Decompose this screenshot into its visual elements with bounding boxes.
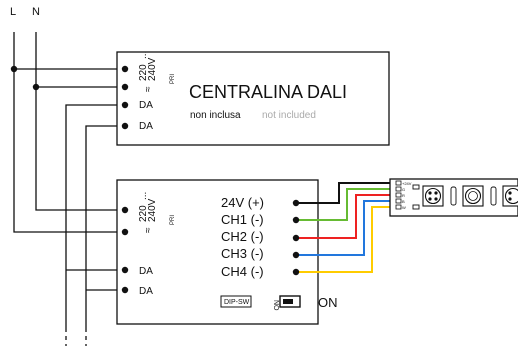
wire-n	[35, 32, 122, 211]
dali-voltage-range: 240V	[147, 57, 158, 81]
dali-voltage-ellipsis: ...	[138, 51, 149, 59]
led-chip-3-lens	[504, 187, 518, 205]
dali-da-label-1: DA	[139, 100, 153, 111]
wire-ch4	[297, 206, 400, 273]
output-wires	[297, 182, 400, 273]
line-l-label: L	[10, 6, 16, 18]
dip-no-label: NO	[272, 300, 279, 311]
driver-da-label-1: DA	[139, 266, 153, 277]
dali-voltage-group: ≈ 220 ... 240V	[138, 51, 158, 92]
strip-pad-24v	[395, 180, 402, 186]
led-strip: +24V G R B W	[389, 178, 518, 217]
led-chip-2	[462, 185, 484, 207]
strip-pin-g: G	[402, 187, 405, 192]
dali-da-label-2: DA	[139, 121, 153, 132]
strip-components	[412, 184, 497, 210]
dali-voltage-ac: ≈	[143, 86, 154, 92]
led-chip-1-die-a	[428, 191, 432, 195]
led-chip-3	[502, 185, 518, 207]
strip-pad-w	[395, 204, 402, 210]
strip-pads	[395, 180, 402, 210]
strip-pin-r: R	[402, 193, 405, 198]
dali-terminal-da2	[121, 122, 129, 130]
terminal-ch1	[292, 216, 300, 224]
dali-unit-subtitle-en: not included	[262, 110, 316, 121]
junction-l	[10, 65, 18, 73]
driver-terminal-n	[121, 206, 129, 214]
driver-da-label-2: DA	[139, 286, 153, 297]
dip-switch-label-box	[220, 295, 252, 308]
output-terminals	[292, 199, 300, 276]
strip-cap-2	[490, 186, 497, 206]
strip-pin-w: W	[402, 205, 406, 210]
dip-switch-label: DIP-SW	[224, 299, 250, 306]
dali-voltage-value: 220	[138, 64, 149, 81]
led-chip-1-die-b	[434, 191, 438, 195]
strip-resistor-1	[412, 184, 420, 190]
mains-wires	[13, 32, 122, 346]
terminal-24v	[292, 199, 300, 207]
driver-voltage-value: 220	[138, 205, 149, 222]
dali-terminal-n	[121, 83, 129, 91]
bus-gap-marks	[64, 332, 88, 344]
led-chip-1	[422, 185, 444, 207]
driver-input-terminals	[121, 206, 129, 294]
dali-pri-label: PRI	[170, 74, 176, 84]
led-chip-3-die-b	[508, 197, 512, 201]
driver-terminal-da2	[121, 286, 129, 294]
junction-n	[32, 83, 40, 91]
junction-dots	[10, 65, 40, 91]
led-chip-1-die-c	[428, 197, 432, 201]
wire-ch1	[297, 188, 400, 221]
dali-unit-terminals	[121, 65, 129, 130]
terminal-ch3	[292, 251, 300, 259]
strip-pin-24v: +24V	[402, 181, 412, 186]
output-ch1-label: CH1 (-)	[221, 212, 264, 227]
driver-terminal-l	[121, 228, 129, 236]
led-chip-1-lens	[424, 187, 442, 205]
output-ch4-label: CH4 (-)	[221, 264, 264, 279]
output-24v-label: 24V (+)	[221, 195, 264, 210]
strip-pin-b: B	[402, 199, 405, 204]
dali-unit-subtitle-it: non inclusa	[190, 110, 241, 121]
led-chip-2-inner	[468, 191, 478, 201]
led-strip-body	[389, 178, 518, 217]
wire-24v	[297, 182, 400, 204]
output-ch2-label: CH2 (-)	[221, 229, 264, 244]
strip-pad-b	[395, 198, 402, 204]
strip-cap-1	[450, 186, 457, 206]
wire-da1	[65, 104, 122, 346]
driver-voltage-range: 240V	[147, 198, 158, 222]
terminal-ch2	[292, 234, 300, 242]
dali-unit-title: CENTRALINA DALI	[189, 82, 347, 102]
driver-voltage-group: ≈ 220 ... 240V	[138, 192, 158, 233]
strip-pad-r	[395, 192, 402, 198]
dali-terminal-da1	[121, 101, 129, 109]
driver-voltage-ellipsis: ...	[138, 192, 149, 200]
led-chip-3-die-a	[508, 191, 512, 195]
strip-pad-g	[395, 186, 402, 192]
wire-da2	[85, 125, 122, 346]
strip-resistor-2	[412, 204, 420, 210]
terminal-ch4	[292, 268, 300, 276]
bus-continuation-gaps	[64, 332, 88, 344]
output-ch3-label: CH3 (-)	[221, 246, 264, 261]
on-label: ON	[318, 295, 338, 310]
wire-l	[13, 32, 122, 233]
wire-ch3	[297, 200, 400, 256]
driver-terminal-da1	[121, 266, 129, 274]
driver-voltage-ac: ≈	[143, 227, 154, 233]
led-chip-2-lens	[464, 187, 482, 205]
wire-ch2	[297, 194, 400, 239]
dip-switch-toggle[interactable]	[283, 299, 293, 304]
driver-pri-label: PRI	[170, 215, 176, 225]
line-n-label: N	[32, 6, 40, 18]
dali-terminal-l	[121, 65, 129, 73]
led-chip-1-die-d	[434, 197, 438, 201]
dali-unit-box	[116, 51, 390, 146]
